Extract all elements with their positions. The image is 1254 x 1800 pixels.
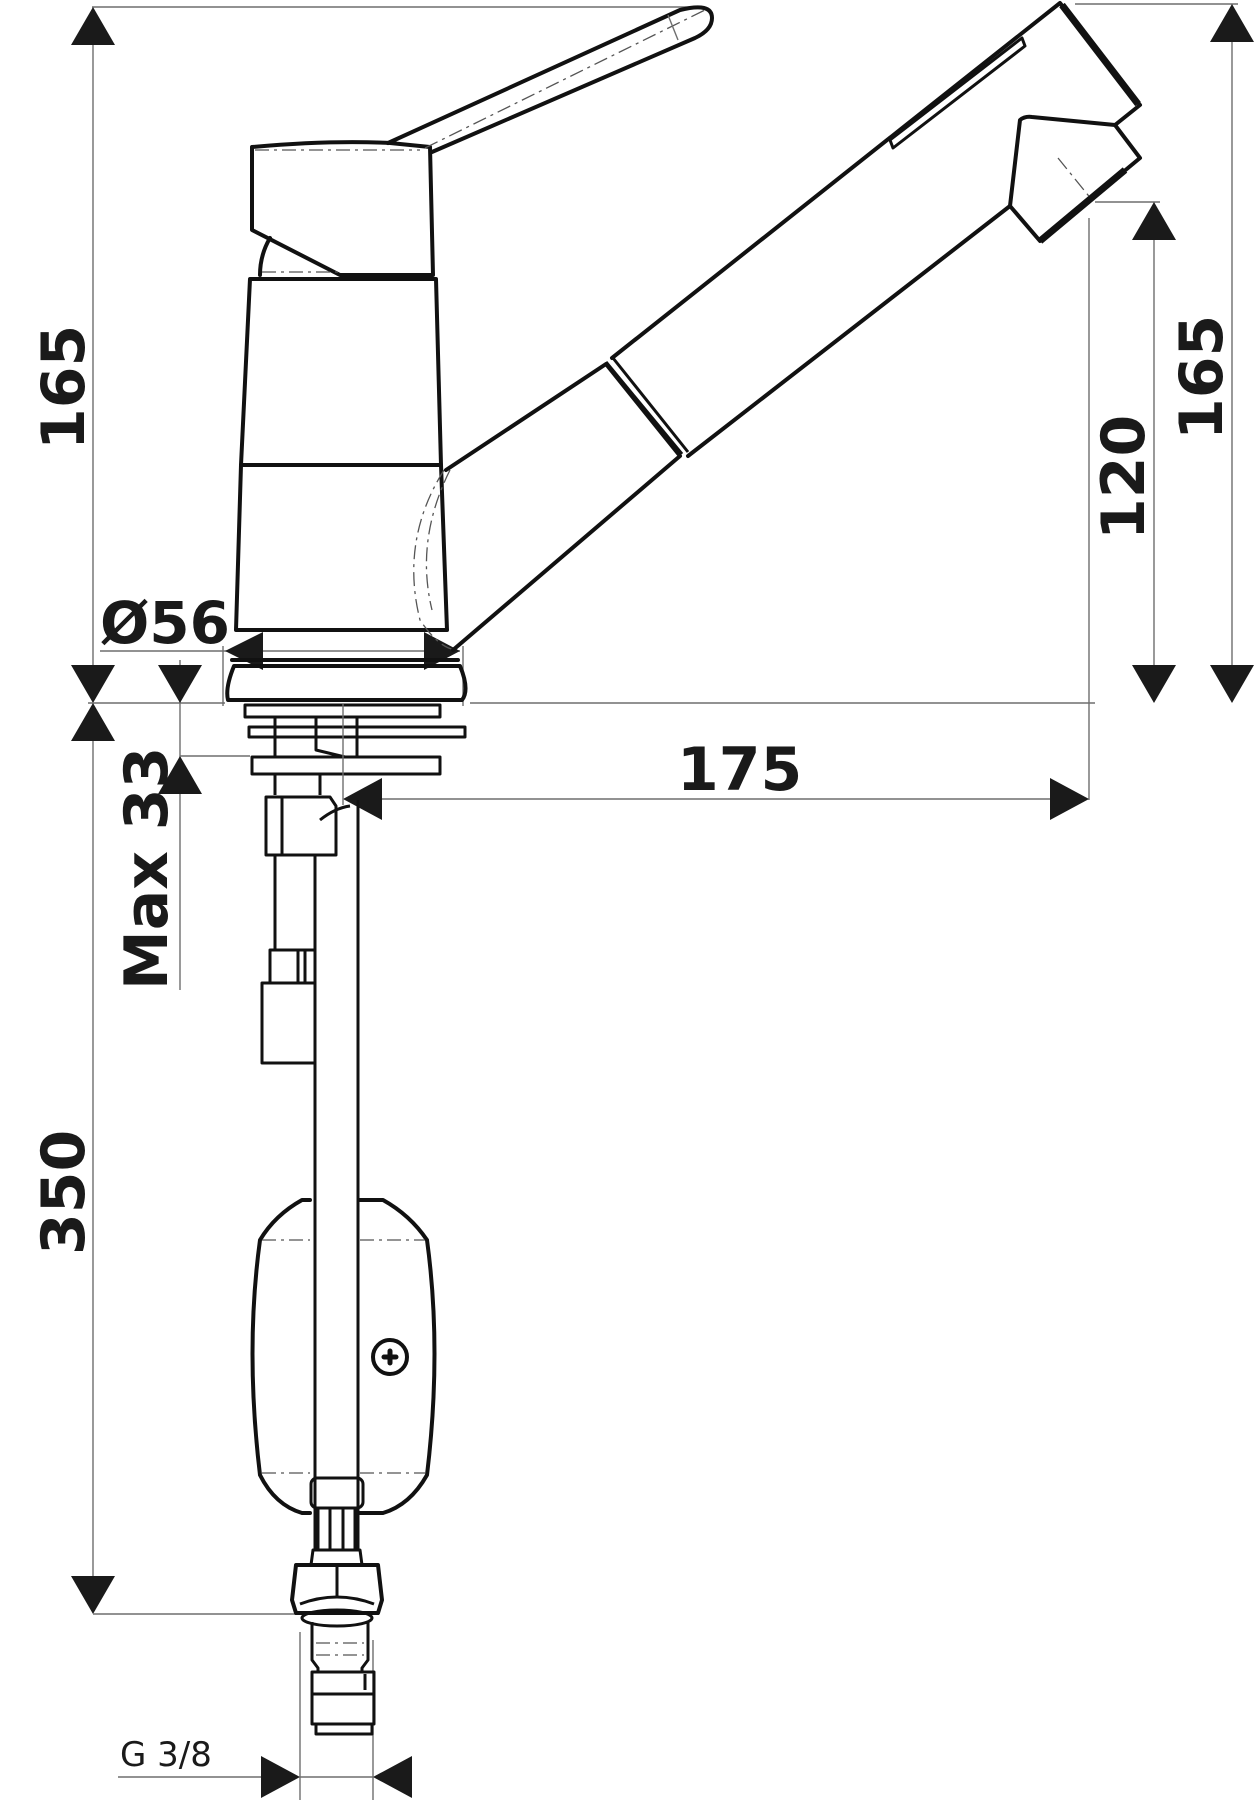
arrow-down-icon [158, 665, 202, 703]
arrow-down-icon [1210, 665, 1254, 703]
dimension-spout-outlet-height [1088, 201, 1176, 800]
faucet-spout [444, 1, 1142, 652]
dimension-overall-height-right [1075, 3, 1254, 703]
dimension-spout-reach [343, 778, 1089, 820]
arrow-down-icon [1132, 665, 1176, 703]
label-connection-thread: G 3/8 [120, 1735, 212, 1775]
arrow-right-icon [261, 1756, 300, 1798]
arrow-right-icon [1050, 778, 1089, 820]
arrow-up-icon [1210, 4, 1254, 42]
label-hose-length: 350 [29, 1130, 99, 1255]
weight-body [250, 1198, 437, 1515]
screw-icon [371, 1338, 409, 1376]
label-base-diameter: Ø56 [100, 589, 230, 657]
dimension-max-counter-thickness [158, 660, 250, 990]
label-overall-height-left: 165 [29, 325, 99, 450]
faucet-lever-handle [250, 5, 714, 277]
dimension-overall-height-left [71, 6, 700, 703]
arrow-up-icon [158, 756, 202, 794]
faucet-base-ring [225, 658, 468, 702]
label-spout-reach: 175 [677, 735, 802, 805]
supply-hose-left [260, 795, 338, 1550]
label-overall-height-right: 165 [1167, 315, 1237, 440]
arrow-left-icon [343, 778, 382, 820]
arrow-up-icon [71, 7, 115, 45]
faucet-body-cylinder [234, 277, 459, 651]
arrow-down-icon [71, 1576, 115, 1614]
arrow-up-icon [71, 703, 115, 741]
label-max-counter-thickness: Max 33 [112, 747, 182, 990]
arrow-down-icon [71, 665, 115, 703]
dimension-hose-length [71, 703, 300, 1615]
hose-end-fitting [290, 1476, 384, 1736]
supply-hose-right [319, 800, 360, 1550]
label-spout-outlet-height: 120 [1089, 415, 1159, 540]
arrow-left-icon [373, 1756, 412, 1798]
mounting-hardware [243, 703, 467, 805]
arrow-up-icon [1132, 202, 1176, 240]
